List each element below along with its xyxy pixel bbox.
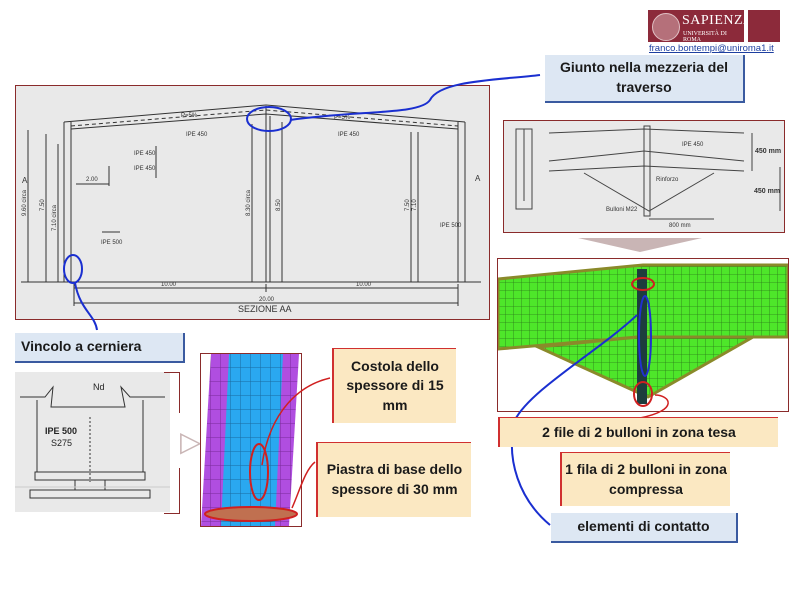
- fem-base-svg: [201, 354, 299, 526]
- portal-frame-svg: P=5% P=5% IPE 450 IPE 450 IPE 450 IPE 45…: [21, 104, 481, 314]
- callout-file-tesa: 2 file di 2 bulloni in zona tesa: [498, 417, 778, 447]
- height-4: 8.30 circa: [246, 189, 252, 216]
- dim-span-right: 10.00: [356, 282, 372, 288]
- joint-length: 800 mm: [669, 223, 691, 229]
- callout-giunto: Giunto nella mezzeria del traverso: [545, 55, 745, 103]
- bracket-bottom: [164, 468, 180, 514]
- detail-1-label: IPE 450: [134, 151, 156, 157]
- steel-grade-label: S275: [51, 438, 72, 448]
- base-profile-label: IPE 500: [45, 426, 77, 436]
- callout-fila-compressa: 1 fila di 2 bulloni in zona compressa: [560, 452, 730, 506]
- section-title: SEZIONE AA: [238, 304, 292, 314]
- callout-contatto: elementi di contatto: [551, 513, 738, 543]
- fem-base-model: [200, 353, 302, 527]
- logo-subtitle: UNIVERSITÀ DI ROMA: [683, 31, 727, 43]
- down-arrow-icon: [578, 238, 702, 252]
- bolts-label: Bulloni M22: [606, 207, 638, 213]
- callout-costola: Costola dello spessore di 15 mm: [332, 348, 456, 423]
- section-mark-right: A: [475, 174, 481, 183]
- height-6: 7.50: [405, 199, 411, 211]
- load-right-label: P=5%: [334, 115, 351, 121]
- base-plate-svg: Nd IPE 500 S275: [15, 382, 170, 499]
- load-nd-label: Nd: [93, 382, 105, 392]
- height-1: 9.60 circa: [22, 189, 28, 216]
- university-seal-icon: [652, 13, 680, 41]
- beam-right-label: IPE 450: [338, 132, 360, 138]
- height-3: 7.10 circa: [52, 204, 58, 231]
- base-plate-drawing: Nd IPE 500 S275: [15, 372, 170, 512]
- joint-drawing-svg: IPE 450 Rinforzo Bulloni M22 450 mm 450 …: [515, 125, 781, 229]
- height-2: 7.50: [40, 199, 46, 211]
- height-7: 7.10: [412, 199, 418, 211]
- load-left-label: P=5%: [181, 113, 198, 119]
- detail-2-label: IPE 450: [134, 166, 156, 172]
- sapienza-logo: SAPIENZA UNIVERSITÀ DI ROMA: [648, 10, 753, 43]
- height-5: 8.50: [276, 199, 282, 211]
- dim-span-left: 10.00: [161, 282, 177, 288]
- author-email-link[interactable]: franco.bontempi@uniroma1.it: [649, 43, 774, 54]
- joint-height-2: 450 mm: [754, 188, 780, 195]
- joint-beam-label: IPE 450: [682, 142, 704, 148]
- logo-name: SAPIENZA: [682, 13, 754, 28]
- column-profile-right-label: IPE 500: [440, 223, 462, 229]
- bracket-top: [164, 372, 180, 413]
- section-mark-left: A: [22, 176, 28, 185]
- dim-total: 20.00: [259, 297, 275, 303]
- column-profile-label: IPE 500: [101, 240, 123, 246]
- beam-left-label: IPE 450: [186, 132, 208, 138]
- joint-height-1: 450 mm: [755, 148, 781, 155]
- callout-vincolo: Vincolo a cerniera: [15, 333, 185, 363]
- right-arrow-icon: ▷: [180, 426, 202, 457]
- callout-piastra: Piastra di base dello spessore di 30 mm: [316, 442, 471, 517]
- frame-section-drawing: P=5% P=5% IPE 450 IPE 450 IPE 450 IPE 45…: [15, 85, 490, 320]
- dim-2-label: 2.00: [86, 177, 98, 183]
- frame-joint-drawing: IPE 450 Rinforzo Bulloni M22 450 mm 450 …: [503, 120, 785, 233]
- reinforcement-label: Rinforzo: [656, 177, 679, 183]
- department-logo-icon: [748, 10, 780, 42]
